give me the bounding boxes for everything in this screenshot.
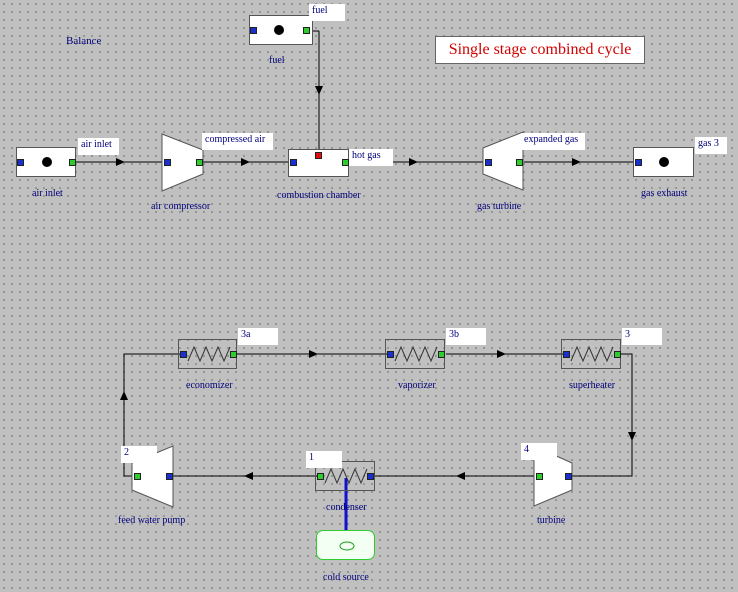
exchange-icon (339, 541, 355, 551)
point-3-tag: 3 (622, 328, 662, 345)
diagram-title: Single stage combined cycle (435, 36, 645, 64)
air-inlet-outlet-port[interactable] (69, 159, 76, 166)
air-compressor-label: air compressor (151, 201, 211, 212)
gas-exhaust-sink[interactable] (633, 147, 694, 177)
balance-label[interactable]: Balance (66, 35, 102, 47)
sink-dot-icon (659, 157, 669, 167)
economizer-outlet-port[interactable] (230, 351, 237, 358)
arrow-compressed-air (241, 158, 250, 166)
air-compressor-body (161, 133, 204, 192)
air-inlet-inlet-port[interactable] (17, 159, 24, 166)
condenser-label: condenser (326, 502, 367, 513)
vaporizer-outlet-port[interactable] (438, 351, 445, 358)
point-1-tag: 1 (306, 451, 342, 468)
fuel-inlet-port[interactable] (250, 27, 257, 34)
gas-turbine-outlet-port[interactable] (516, 159, 523, 166)
economizer-coil-icon (187, 345, 231, 363)
turbine-label: turbine (537, 515, 566, 526)
condenser[interactable] (315, 461, 375, 491)
condenser-outlet-port[interactable] (317, 473, 324, 480)
cold-source-label: cold source (323, 572, 369, 583)
gas-turbine-inlet-port[interactable] (485, 159, 492, 166)
vaporizer-label: vaporizer (398, 380, 436, 391)
point-fuel-tag: fuel (309, 4, 345, 21)
fuel-label: fuel (269, 55, 285, 66)
point-hot-gas-tag: hot gas (349, 149, 393, 166)
superheater-outlet-port[interactable] (614, 351, 621, 358)
point-gas3-tag: gas 3 (695, 137, 727, 154)
point-expanded-gas-tag: expanded gas (521, 133, 585, 150)
vaporizer-inlet-port[interactable] (387, 351, 394, 358)
arrow-3 (628, 432, 636, 441)
combustion-chamber-label: combustion chamber (277, 190, 361, 201)
link-2 (123, 353, 181, 477)
turbine-inlet-port[interactable] (565, 473, 572, 480)
gas-exhaust-label: gas exhaust (641, 188, 688, 199)
arrow-3b (497, 350, 506, 358)
arrow-fuel (315, 86, 323, 95)
arrow-1 (244, 472, 253, 480)
arrow-3a (309, 350, 318, 358)
condenser-coil-icon (324, 467, 368, 485)
turbine-body (533, 445, 573, 507)
link-3 (571, 353, 633, 477)
gas-turbine-body (482, 131, 524, 191)
cold-source[interactable] (316, 530, 375, 560)
turbine-outlet-port[interactable] (536, 473, 543, 480)
economizer-label: economizer (186, 380, 233, 391)
combustion-chamber-outlet-port[interactable] (342, 159, 349, 166)
point-3a-tag: 3a (238, 328, 278, 345)
condenser-inlet-port[interactable] (367, 473, 374, 480)
arrow-air-inlet (116, 158, 125, 166)
point-compressed-air-tag: compressed air (202, 133, 273, 150)
air-compressor-inlet-port[interactable] (164, 159, 171, 166)
feed-water-pump-outlet-port[interactable] (134, 473, 141, 480)
point-air-inlet-tag: air inlet (78, 138, 119, 155)
gas-turbine-label: gas turbine (477, 201, 522, 212)
superheater[interactable] (561, 339, 621, 369)
superheater-label: superheater (569, 380, 616, 391)
air-inlet-label: air inlet (32, 188, 63, 199)
arrow-hot-gas (409, 158, 418, 166)
gas-exhaust-inlet-port[interactable] (635, 159, 642, 166)
arrow-2 (120, 391, 128, 400)
point-4-tag: 4 (521, 443, 557, 460)
source-dot-icon (42, 157, 52, 167)
air-compressor-outlet-port[interactable] (196, 159, 203, 166)
air-inlet-source[interactable] (16, 147, 76, 177)
superheater-inlet-port[interactable] (563, 351, 570, 358)
arrow-expanded-gas (572, 158, 581, 166)
combustion-chamber-fuel-port[interactable] (315, 152, 322, 159)
fuel-source[interactable] (249, 15, 313, 45)
fuel-outlet-port[interactable] (303, 27, 310, 34)
point-2-tag: 2 (121, 446, 157, 463)
arrow-4 (456, 472, 465, 480)
vaporizer-coil-icon (394, 345, 438, 363)
point-3b-tag: 3b (446, 328, 486, 345)
economizer-inlet-port[interactable] (180, 351, 187, 358)
superheater-coil-icon (570, 345, 614, 363)
combustion-chamber-inlet-port[interactable] (290, 159, 297, 166)
feed-water-pump-label: feed water pump (118, 515, 186, 526)
feed-water-pump-inlet-port[interactable] (166, 473, 173, 480)
vaporizer[interactable] (385, 339, 445, 369)
source-dot-icon (274, 25, 284, 35)
